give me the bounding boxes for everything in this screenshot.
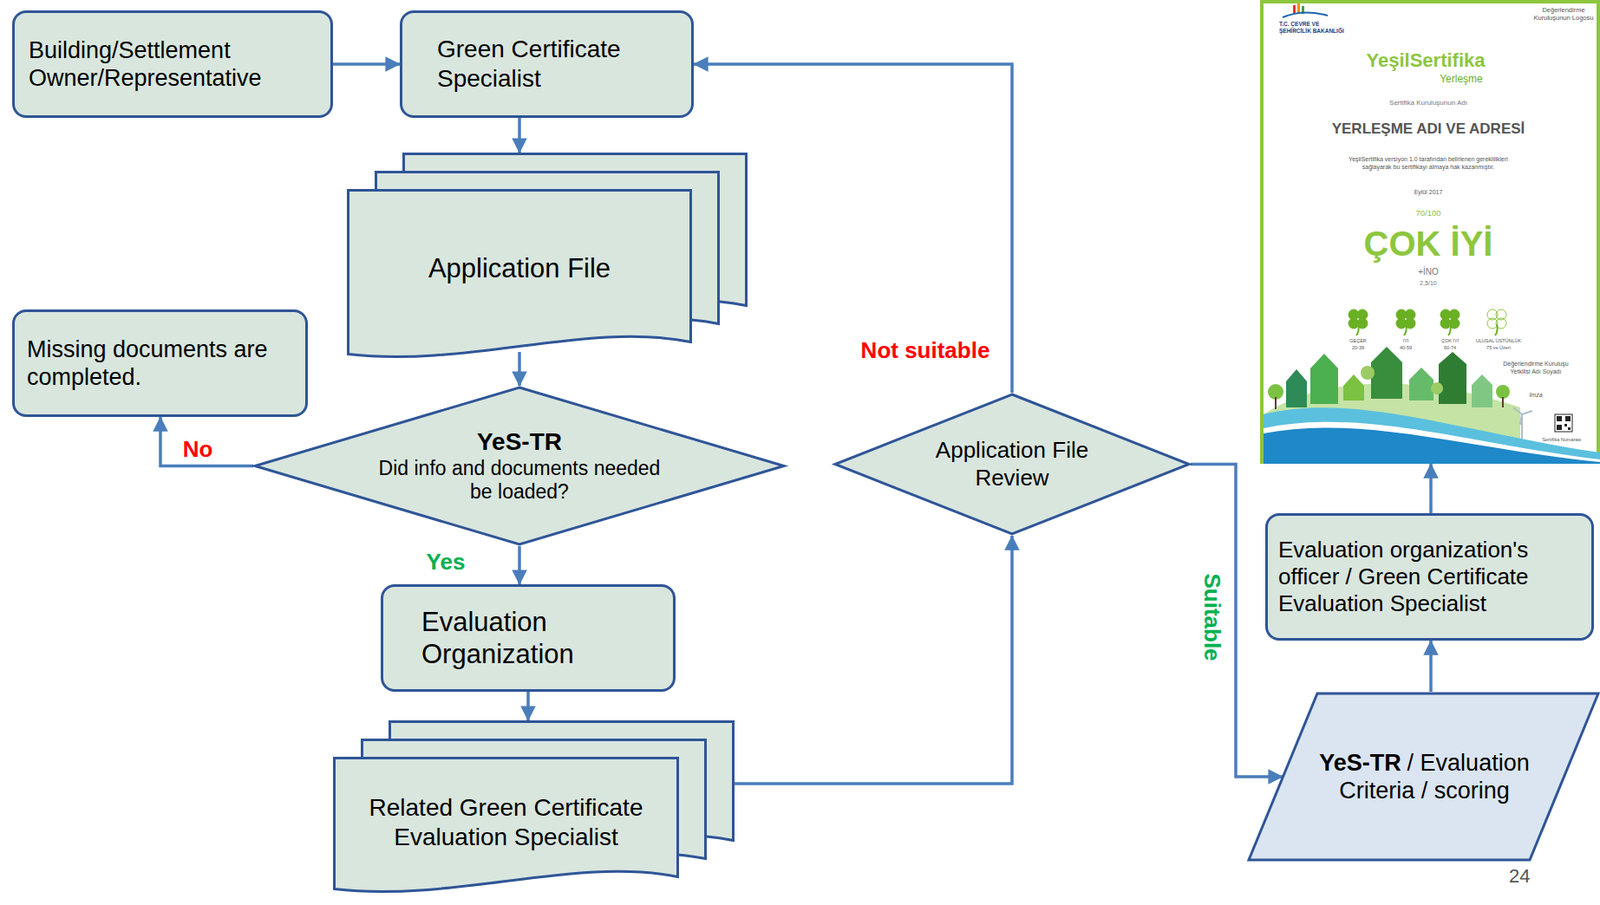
certificate-image: T.C. ÇEVRE VE ŞEHİRCİLİK BAKANLIĞI Değerl… (1260, 0, 1600, 464)
process-box: Missing documents are completed. (12, 309, 308, 418)
certificate-text: YeşilSertifika (1325, 48, 1526, 73)
para-outline (1247, 692, 1600, 863)
certificate-text: 70/100 (1393, 208, 1463, 219)
node-text: Application File Review (916, 437, 1108, 491)
process-box: Green Certificate Specialist (399, 10, 694, 118)
input-parallelogram: YeS-TR/ Evaluation Criteria / scoring (1247, 692, 1600, 863)
certificate-text: T.C. ÇEVRE VE ŞEHİRCİLİK BAKANLIĞI (1279, 20, 1349, 35)
node-content: Application File (355, 252, 684, 285)
decision-diamond: Application File Review (833, 392, 1191, 536)
node-text: Evaluation organization's officer / Gree… (1278, 536, 1587, 619)
document-stack: Related Green Certificate Evaluation Spe… (333, 720, 735, 898)
node-text: Building/Settlement Owner/Representative (28, 36, 324, 93)
document-stack: Application File (346, 152, 748, 363)
certificate-text: 75 ve Üzeri (1463, 345, 1534, 352)
node-content: Building/Settlement Owner/Representative (28, 36, 324, 93)
page-number: 24 (1508, 865, 1530, 889)
connector (1429, 640, 1433, 693)
node-text: Did info and documents needed be loaded? (376, 457, 663, 505)
connector (517, 352, 522, 386)
edge-label: Suitable (1200, 570, 1226, 664)
node-text: Application File (355, 252, 684, 285)
node-content: Related Green Certificate Evaluation Spe… (341, 793, 671, 852)
certificate-text: Eylül 2017 (1384, 189, 1472, 197)
process-box: Evaluation organization's officer / Gree… (1265, 513, 1594, 641)
node-text: Evaluation Organization (421, 606, 667, 671)
node-text: Related Green Certificate Evaluation Spe… (341, 793, 671, 852)
process-box: Evaluation Organization (380, 584, 676, 693)
certificate-text: Sertifika Numarası (1534, 437, 1590, 444)
node-text: YeS-TR (376, 427, 663, 458)
node-text: Missing documents are completed. (26, 335, 299, 392)
node-content: Application File Review (916, 437, 1108, 491)
node-content: Green Certificate Specialist (437, 34, 685, 93)
certificate-text: YERLEŞME ADI VE ADRESİ (1298, 119, 1559, 138)
certificate-text: GEÇER (1332, 338, 1385, 345)
certificate-text: 60-74 (1428, 345, 1472, 352)
node-text: Green Certificate Specialist (437, 34, 685, 93)
certificate-text: YeşilSertifika versiyon 1.0 tarafından b… (1337, 156, 1520, 172)
decision-diamond: YeS-TRDid info and documents needed be l… (253, 385, 786, 547)
node-content: Evaluation organization's officer / Gree… (1278, 536, 1587, 619)
node-content: YeS-TR/ Evaluation Criteria / scoring (1300, 749, 1548, 806)
edge-label: Not suitable (858, 338, 993, 364)
connector (517, 546, 522, 585)
certificate-text: İYİ (1384, 338, 1428, 345)
connector (160, 417, 254, 467)
certificate-text: Değerlendirme Kuruluşu Yetkilisi Adı Soy… (1496, 360, 1575, 377)
node-content: YeS-TRDid info and documents needed be l… (376, 427, 663, 505)
connector (517, 117, 522, 153)
connector (526, 692, 530, 721)
certificate-text: Sertifika Kuruluşunun Adı (1341, 98, 1516, 108)
certificate-text: 20-39 (1332, 345, 1385, 352)
certificate-text: ÇOK İYİ (1428, 338, 1472, 345)
node-text: YeS-TR (1319, 750, 1402, 777)
node-content: Evaluation Organization (421, 606, 667, 671)
certificate-text: +İNO (1393, 267, 1463, 279)
process-box: Building/Settlement Owner/Representative (12, 10, 334, 118)
certificate-text: 40-59 (1384, 345, 1428, 352)
connector (734, 535, 1013, 784)
certificate-text: 2,5/10 (1402, 280, 1455, 288)
certificate-text: İmza (1509, 391, 1562, 400)
certificate-text: Değerlendirme Kuruluşunun Logosu (1533, 6, 1594, 23)
node-content: Missing documents are completed. (26, 335, 299, 392)
certificate-text: ÇOK İYİ (1298, 222, 1559, 266)
connector (333, 62, 400, 66)
connector (1429, 463, 1433, 514)
edge-label: Yes (424, 549, 469, 575)
certificate-text: ULUSAL ÜSTÜNLÜK (1463, 338, 1534, 345)
certificate-text: Yerleşme (1426, 72, 1496, 86)
edge-label: No (180, 437, 216, 463)
